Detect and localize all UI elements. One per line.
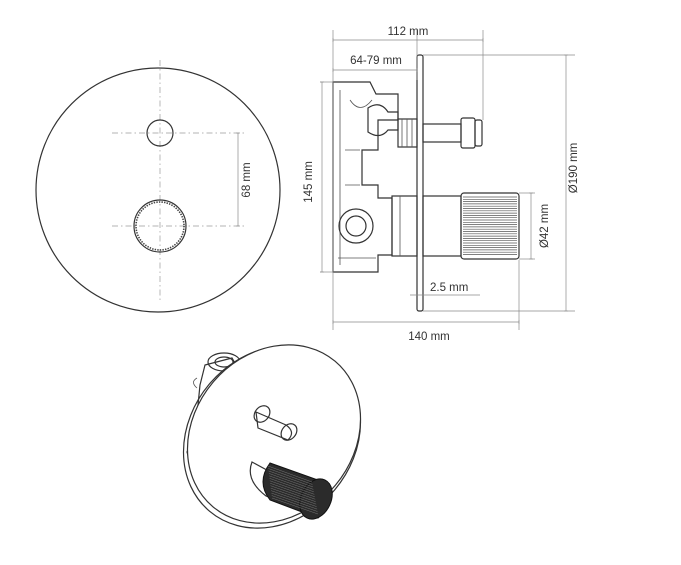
height-label: 145 mm bbox=[303, 161, 315, 203]
iso-knob-rib-line bbox=[268, 470, 314, 488]
side-view: 112 mm 64-79 mm 145 mm Ø190 mm Ø42 mm 2.… bbox=[303, 26, 580, 343]
iso-knob-rib-line bbox=[270, 485, 316, 502]
iso-knob-rib-line bbox=[270, 482, 316, 500]
front-plate-outline bbox=[35, 67, 281, 313]
side-knob bbox=[460, 192, 520, 260]
iso-inlet-inner bbox=[214, 356, 234, 368]
iso-knob-rib-line bbox=[269, 475, 314, 493]
overall-depth-label: 112 mm bbox=[388, 26, 429, 38]
axis-distance-label: 68 mm bbox=[241, 162, 253, 197]
knob-diameter-label: Ø42 mm bbox=[539, 204, 551, 248]
plate-thickness-label: 2.5 mm bbox=[430, 282, 468, 294]
iso-knob-rib-line bbox=[271, 495, 318, 512]
inlet-fitting-outer bbox=[338, 208, 374, 244]
iso-knob-rib-line bbox=[269, 480, 315, 498]
knob-ribbed-ring bbox=[135, 201, 185, 251]
diverter-button-outline bbox=[146, 119, 174, 147]
iso-knob bbox=[249, 461, 333, 520]
cartridge bbox=[391, 195, 462, 257]
diverter-stem bbox=[397, 117, 483, 149]
iso-knob-rib-line bbox=[269, 478, 315, 495]
valve-body-inner-lines bbox=[338, 90, 376, 265]
iso-knob-rib-line bbox=[268, 473, 314, 490]
inlet-fitting-inner bbox=[345, 215, 367, 237]
adjustable-depth-label: 64-79 mm bbox=[350, 55, 402, 67]
iso-knob-rib-line bbox=[271, 497, 319, 515]
front-view: 68 mm bbox=[35, 60, 281, 313]
total-depth-label: 140 mm bbox=[408, 331, 450, 343]
side-wall-plate bbox=[416, 54, 424, 312]
iso-knob-rib-line bbox=[270, 487, 317, 505]
isometric-view bbox=[182, 344, 362, 529]
valve-body-outline bbox=[332, 81, 399, 273]
iso-knob-rib-line bbox=[270, 490, 317, 507]
iso-knob-rib-line bbox=[271, 492, 318, 510]
iso-knob-rib-line bbox=[267, 465, 313, 483]
iso-knob-rib-line bbox=[268, 468, 313, 485]
iso-diverter-button bbox=[253, 405, 298, 441]
knob-outline bbox=[133, 199, 187, 253]
plate-diameter-label: Ø190 mm bbox=[568, 143, 580, 194]
